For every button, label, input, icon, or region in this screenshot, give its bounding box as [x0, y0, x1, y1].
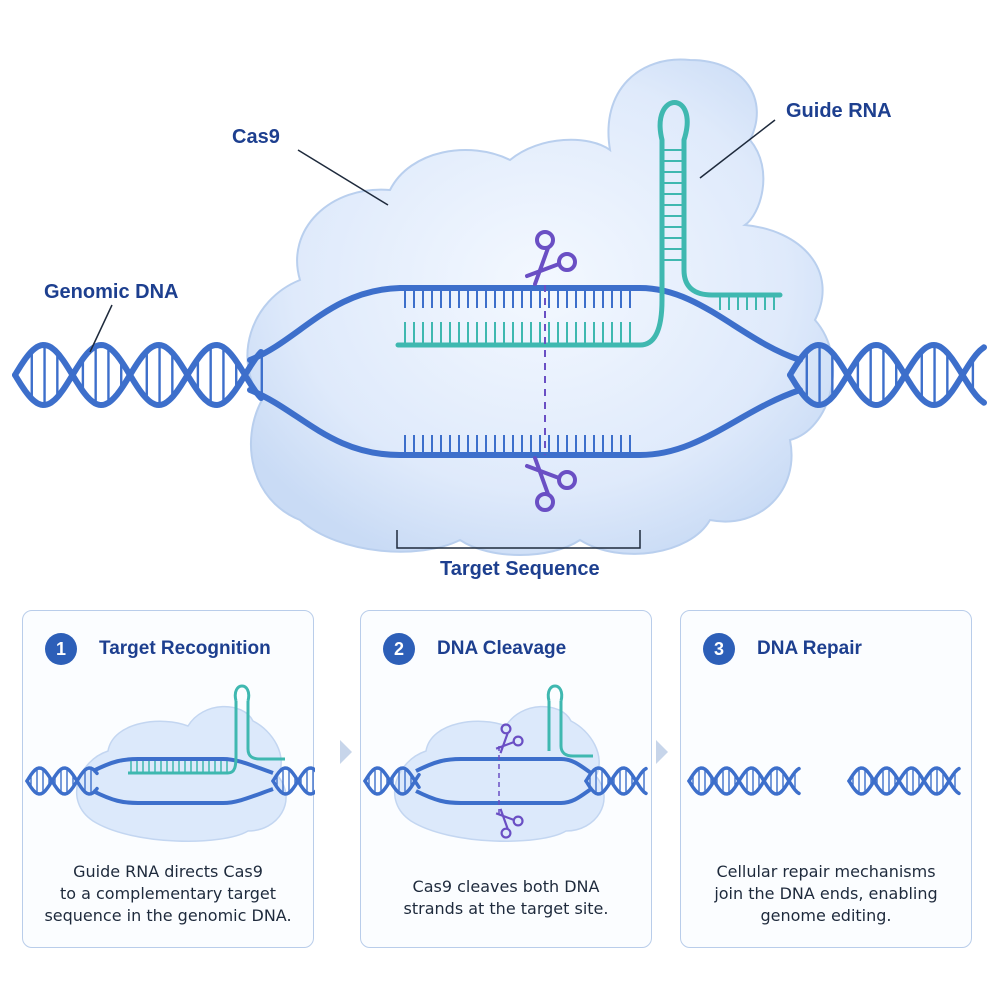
step-1-illustration — [25, 684, 315, 842]
step-3-illustration — [687, 766, 961, 796]
step-number: 2 — [383, 633, 415, 665]
step-description: Cellular repair mechanisms join the DNA … — [714, 862, 938, 925]
chevron-right-icon — [656, 740, 668, 764]
step-title: DNA Cleavage — [437, 638, 567, 659]
target-sequence-label: Target Sequence — [440, 558, 600, 580]
crispr-main-diagram — [12, 58, 987, 556]
cas9-label: Cas9 — [232, 126, 280, 148]
leader-lines — [89, 119, 776, 549]
guide-rna-label: Guide RNA — [786, 100, 892, 122]
step-title: Target Recognition — [99, 638, 271, 659]
step-panel-target-recognition: 1 Target Recognition Guide RNA directs C… — [22, 610, 315, 948]
chevron-right-icon — [340, 740, 352, 764]
genomic-dna-label: Genomic DNA — [44, 281, 179, 303]
step-2-illustration — [363, 684, 648, 842]
step-panel-dna-repair: 3 DNA Repair Cellular repair mechanisms … — [680, 610, 972, 948]
step-title: DNA Repair — [757, 638, 862, 659]
scissors-icon — [495, 808, 524, 839]
dna-open-strands — [247, 285, 803, 458]
step-description: Cas9 cleaves both DNA strands at the tar… — [403, 877, 609, 918]
step-description: Guide RNA directs Cas9 to a complementar… — [44, 862, 292, 925]
step-number: 3 — [703, 633, 735, 665]
scissors-icon — [525, 456, 577, 512]
guide-rna-structure — [395, 100, 783, 348]
dna-helix-left — [12, 341, 264, 409]
scissors-icon — [525, 230, 577, 286]
dna-helix-right — [787, 341, 987, 409]
step-panel-dna-cleavage: 2 DNA Cleavage Cas9 cleaves both DNA str… — [360, 610, 652, 948]
step-number: 1 — [45, 633, 77, 665]
scissors-icon — [495, 723, 524, 754]
